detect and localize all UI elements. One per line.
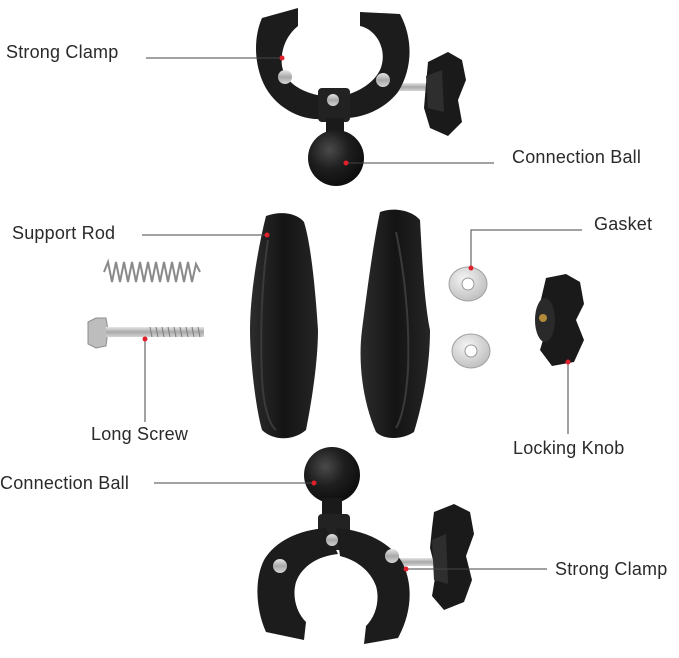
callout-gasket — [468, 229, 582, 271]
strong-clamp-bottom — [257, 504, 474, 644]
connection-ball-top — [308, 118, 364, 186]
callout-dot — [142, 336, 148, 342]
callout-dot — [264, 232, 270, 238]
label-strong-clamp-top: Strong Clamp — [6, 42, 119, 62]
callout-dot — [279, 55, 285, 61]
label-strong-clamp-bottom: Strong Clamp — [555, 559, 668, 579]
label-connection-ball-bottom: Connection Ball — [0, 473, 130, 493]
label-gasket: Gasket — [594, 214, 653, 234]
callout-locking-knob — [565, 359, 571, 434]
spring — [103, 258, 201, 283]
callout-connection-ball-bottom — [154, 480, 317, 486]
callout-connection-ball-top — [343, 160, 494, 166]
callout-dot — [468, 265, 474, 271]
long-screw — [87, 317, 204, 349]
gasket-lower — [451, 333, 491, 369]
callout-dot — [403, 566, 409, 572]
support-rod-left — [250, 213, 318, 439]
label-locking-knob: Locking Knob — [513, 438, 625, 458]
connection-ball-bottom — [304, 447, 360, 518]
support-rod-right — [360, 209, 430, 438]
label-long-screw: Long Screw — [91, 424, 189, 444]
callout-support-rod — [142, 232, 270, 238]
callout-strong-clamp-bottom — [403, 566, 547, 572]
gasket-upper — [448, 266, 488, 302]
label-connection-ball-top: Connection Ball — [512, 147, 642, 167]
callout-dot — [343, 160, 349, 166]
locking-knob — [535, 274, 584, 366]
callout-long-screw — [142, 336, 148, 422]
callout-strong-clamp-top — [146, 55, 285, 61]
callout-dot — [565, 359, 571, 365]
label-support-rod: Support Rod — [12, 223, 116, 243]
strong-clamp-top — [256, 8, 466, 136]
callout-dot — [311, 480, 317, 486]
